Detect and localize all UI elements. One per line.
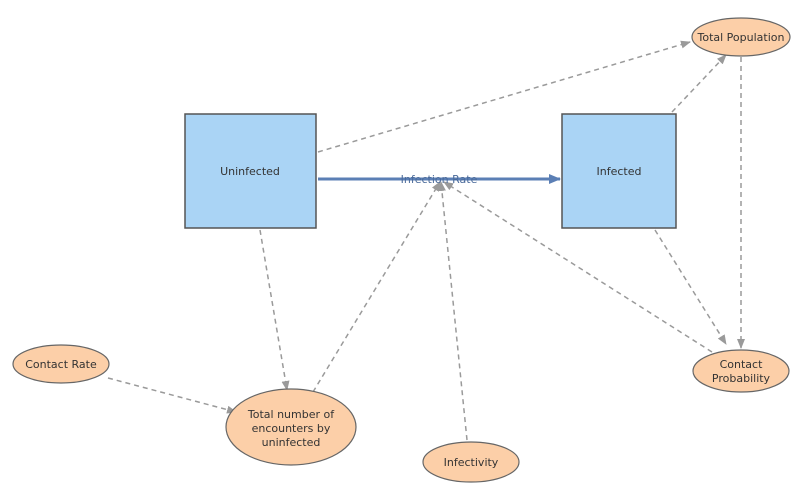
link-infected-to-total-population bbox=[671, 54, 727, 113]
aux-infectivity[interactable]: Infectivity bbox=[422, 441, 520, 483]
aux-label: uninfected bbox=[262, 436, 321, 449]
link-contact-probability-to-infection-rate bbox=[443, 181, 713, 353]
link-contact-rate-to-total-encounters bbox=[107, 377, 237, 414]
link-total-encounters-to-infection-rate bbox=[312, 181, 441, 393]
stock-infected[interactable]: Infected bbox=[561, 113, 677, 229]
stock-uninfected[interactable]: Uninfected bbox=[184, 113, 317, 229]
stock-label: Infected bbox=[597, 165, 642, 178]
stock-box bbox=[561, 113, 677, 229]
aux-ellipse bbox=[692, 349, 790, 393]
aux-ellipse bbox=[225, 388, 357, 466]
links bbox=[107, 40, 745, 441]
aux-label: Total Population bbox=[697, 31, 785, 44]
aux-contact-probability[interactable]: Contact Probability bbox=[692, 349, 790, 393]
link-uninfected-to-total-population bbox=[317, 40, 691, 153]
aux-label: Probability bbox=[712, 372, 771, 385]
aux-label: Contact Rate bbox=[25, 358, 97, 371]
aux-label: encounters by bbox=[252, 422, 331, 435]
aux-ellipse bbox=[691, 17, 791, 57]
aux-total-population[interactable]: Total Population bbox=[691, 17, 791, 57]
link-uninfected-to-total-encounters bbox=[259, 229, 290, 391]
aux-total-encounters[interactable]: Total number of encounters by uninfected bbox=[225, 388, 357, 466]
aux-label: Total number of bbox=[247, 408, 335, 421]
flow-label: Infection Rate bbox=[401, 173, 478, 186]
link-infected-to-contact-probability bbox=[654, 229, 727, 345]
stock-label: Uninfected bbox=[220, 165, 280, 178]
aux-label: Infectivity bbox=[444, 456, 499, 469]
aux-ellipse bbox=[12, 344, 110, 384]
aux-label: Contact bbox=[720, 358, 763, 371]
flow-infection-rate[interactable]: Infection Rate bbox=[318, 173, 561, 186]
stock-box bbox=[184, 113, 317, 229]
aux-contact-rate[interactable]: Contact Rate bbox=[12, 344, 110, 384]
link-infectivity-to-infection-rate bbox=[437, 181, 468, 441]
aux-ellipse bbox=[422, 441, 520, 483]
